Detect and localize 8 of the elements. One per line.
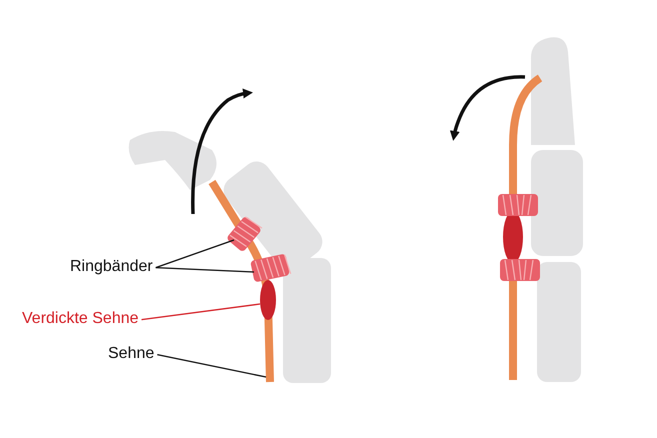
leader-line bbox=[141, 303, 260, 320]
leader-line bbox=[157, 354, 266, 378]
part-label: Ringbänder bbox=[70, 258, 153, 275]
leader-line bbox=[156, 266, 254, 273]
part-label: Verdickte Sehne bbox=[22, 310, 139, 327]
thickened-tendon bbox=[260, 280, 276, 320]
leader-line bbox=[156, 239, 234, 268]
part-label: Sehne bbox=[108, 345, 154, 362]
